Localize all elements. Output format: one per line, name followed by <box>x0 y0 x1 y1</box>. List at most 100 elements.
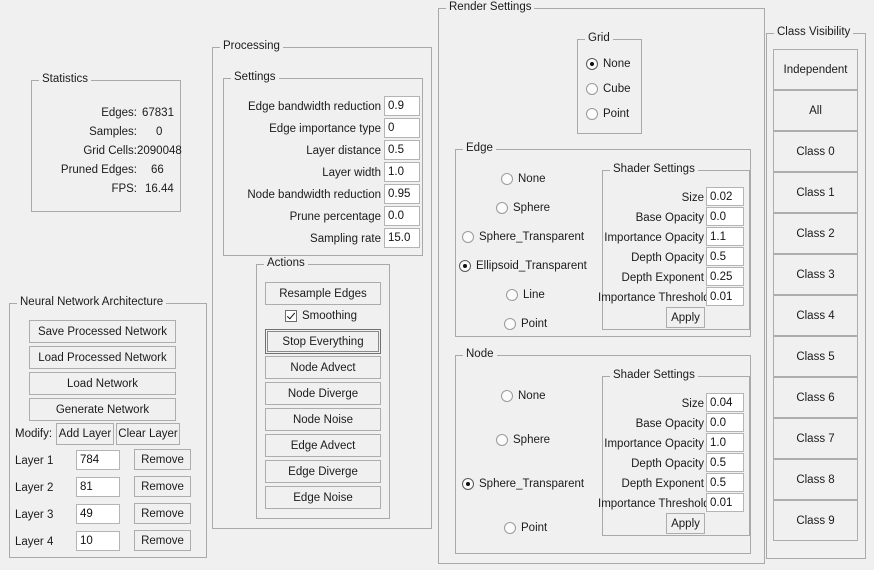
edge-noise-button[interactable]: Edge Noise <box>265 486 381 509</box>
layer-3-input[interactable]: 49 <box>76 504 120 524</box>
node-shader-legend: Shader Settings <box>610 369 698 382</box>
edge-diverge-button[interactable]: Edge Diverge <box>265 460 381 483</box>
layer-1-input[interactable]: 784 <box>76 450 120 470</box>
edge-shader-apply-button[interactable]: Apply <box>666 307 705 328</box>
edge-shader-depth-exponent-input[interactable]: 0.25 <box>706 267 744 286</box>
class-visibility-class-9-button[interactable]: Class 9 <box>773 500 858 541</box>
edge-radio-ellipsoid-transparent[interactable]: Ellipsoid_Transparent <box>459 260 587 272</box>
statistics-value-edges: 67831 <box>142 107 174 119</box>
grid-radio-cube-label: Cube <box>603 83 631 95</box>
clear-layer-button[interactable]: Clear Layer <box>116 423 180 445</box>
class-visibility-class-5-button[interactable]: Class 5 <box>773 336 858 377</box>
class-visibility-class-6-button[interactable]: Class 6 <box>773 377 858 418</box>
statistics-value-fps: 16.44 <box>145 183 174 195</box>
node-shader-base-opacity-input[interactable]: 0.0 <box>706 413 744 432</box>
sampling-rate-input[interactable]: 15.0 <box>384 228 420 248</box>
layer-distance-input[interactable]: 0.5 <box>384 140 420 160</box>
load-processed-network-button[interactable]: Load Processed Network <box>29 346 176 369</box>
node-radio-none[interactable]: None <box>501 390 546 402</box>
layer-1-remove-button[interactable]: Remove <box>134 449 191 470</box>
grid-radio-none-label: None <box>603 58 631 70</box>
stop-everything-button[interactable]: Stop Everything <box>265 329 381 354</box>
edge-shader-depth-opacity-input[interactable]: 0.5 <box>706 247 744 266</box>
layer-4-input[interactable]: 10 <box>76 531 120 551</box>
node-shader-importance-threshold-input[interactable]: 0.01 <box>706 493 744 512</box>
prune-percentage-input[interactable]: 0.0 <box>384 206 420 226</box>
save-processed-network-button[interactable]: Save Processed Network <box>29 320 176 343</box>
sampling-rate-label: Sampling rate <box>310 233 381 245</box>
grid-radio-cube[interactable]: Cube <box>586 83 631 95</box>
class-visibility-class-0-button[interactable]: Class 0 <box>773 131 858 172</box>
node-shader-depth-opacity-input[interactable]: 0.5 <box>706 453 744 472</box>
edge-shader-importance-opacity-input[interactable]: 1.1 <box>706 227 744 246</box>
layer-distance-label: Layer distance <box>306 145 381 157</box>
grid-radio-none[interactable]: None <box>586 58 631 70</box>
radio-icon <box>501 173 513 185</box>
node-shader-depth-exponent-input[interactable]: 0.5 <box>706 473 744 492</box>
edge-importance-type-input[interactable]: 0 <box>384 118 420 138</box>
radio-icon <box>586 83 598 95</box>
node-shader-importance-opacity-input[interactable]: 1.0 <box>706 433 744 452</box>
class-visibility-class-3-button[interactable]: Class 3 <box>773 254 858 295</box>
edge-radio-sphere-transparent[interactable]: Sphere_Transparent <box>462 231 584 243</box>
class-visibility-class-1-button[interactable]: Class 1 <box>773 172 858 213</box>
layer-width-input[interactable]: 1.0 <box>384 162 420 182</box>
smoothing-checkbox[interactable]: Smoothing <box>285 310 357 322</box>
class-visibility-class-4-button[interactable]: Class 4 <box>773 295 858 336</box>
node-diverge-button[interactable]: Node Diverge <box>265 382 381 405</box>
render-settings-panel: Render Settings Grid None Cube Point Edg… <box>438 1 765 564</box>
edge-radio-point[interactable]: Point <box>504 318 547 330</box>
class-visibility-class-8-button[interactable]: Class 8 <box>773 459 858 500</box>
statistics-value-grid-cells: 2090048 <box>137 145 182 157</box>
radio-icon <box>504 318 516 330</box>
edge-shader-settings-panel: Shader Settings Size 0.02 Base Opacity 0… <box>598 163 750 330</box>
node-radio-sphere-label: Sphere <box>513 434 551 446</box>
edge-advect-button[interactable]: Edge Advect <box>265 434 381 457</box>
edge-bandwidth-reduction-label: Edge bandwidth reduction <box>248 101 381 113</box>
class-visibility-class-7-button[interactable]: Class 7 <box>773 418 858 459</box>
load-network-button[interactable]: Load Network <box>29 372 176 395</box>
edge-shader-base-opacity-input[interactable]: 0.0 <box>706 207 744 226</box>
radio-icon <box>506 289 518 301</box>
node-bandwidth-reduction-input[interactable]: 0.95 <box>384 184 420 204</box>
checkbox-icon <box>285 310 297 322</box>
statistics-label-fps: FPS: <box>111 183 137 195</box>
grid-radio-point[interactable]: Point <box>586 108 629 120</box>
node-noise-button[interactable]: Node Noise <box>265 408 381 431</box>
node-shader-base-opacity-label: Base Opacity <box>635 418 704 430</box>
node-legend: Node <box>463 348 497 361</box>
edge-radio-sphere[interactable]: Sphere <box>496 202 550 214</box>
layer-4-remove-button[interactable]: Remove <box>134 530 191 551</box>
node-radio-point[interactable]: Point <box>504 522 547 534</box>
node-shader-size-input[interactable]: 0.04 <box>706 393 744 412</box>
edge-shader-size-input[interactable]: 0.02 <box>706 187 744 206</box>
prune-percentage-label: Prune percentage <box>289 211 381 223</box>
layer-2-input[interactable]: 81 <box>76 477 120 497</box>
layer-3-remove-button[interactable]: Remove <box>134 503 191 524</box>
generate-network-button[interactable]: Generate Network <box>29 398 176 421</box>
class-visibility-class-2-button[interactable]: Class 2 <box>773 213 858 254</box>
edge-panel: Edge None Sphere Sphere_Transparent Elli… <box>455 142 751 337</box>
node-radio-sphere[interactable]: Sphere <box>496 434 550 446</box>
node-shader-apply-button[interactable]: Apply <box>666 513 705 534</box>
node-shader-importance-opacity-label: Importance Opacity <box>604 438 704 450</box>
node-radio-sphere-transparent[interactable]: Sphere_Transparent <box>462 478 584 490</box>
edge-legend: Edge <box>463 142 496 155</box>
resample-edges-button[interactable]: Resample Edges <box>265 282 381 305</box>
edge-shader-depth-exponent-label: Depth Exponent <box>621 272 704 284</box>
edge-bandwidth-reduction-input[interactable]: 0.9 <box>384 96 420 116</box>
actions-panel: Actions Resample Edges Smoothing Stop Ev… <box>256 257 390 519</box>
neural-network-architecture-panel: Neural Network Architecture Save Process… <box>9 296 207 558</box>
actions-legend: Actions <box>264 257 308 270</box>
layer-2-remove-button[interactable]: Remove <box>134 476 191 497</box>
edge-shader-importance-opacity-label: Importance Opacity <box>604 232 704 244</box>
edge-shader-importance-threshold-input[interactable]: 0.01 <box>706 287 744 306</box>
radio-icon <box>504 522 516 534</box>
class-visibility-independent-button[interactable]: Independent <box>773 49 858 90</box>
edge-radio-sphere-label: Sphere <box>513 202 551 214</box>
edge-radio-none[interactable]: None <box>501 173 546 185</box>
node-advect-button[interactable]: Node Advect <box>265 356 381 379</box>
class-visibility-all-button[interactable]: All <box>773 90 858 131</box>
edge-radio-line[interactable]: Line <box>506 289 545 301</box>
add-layer-button[interactable]: Add Layer <box>56 423 114 445</box>
